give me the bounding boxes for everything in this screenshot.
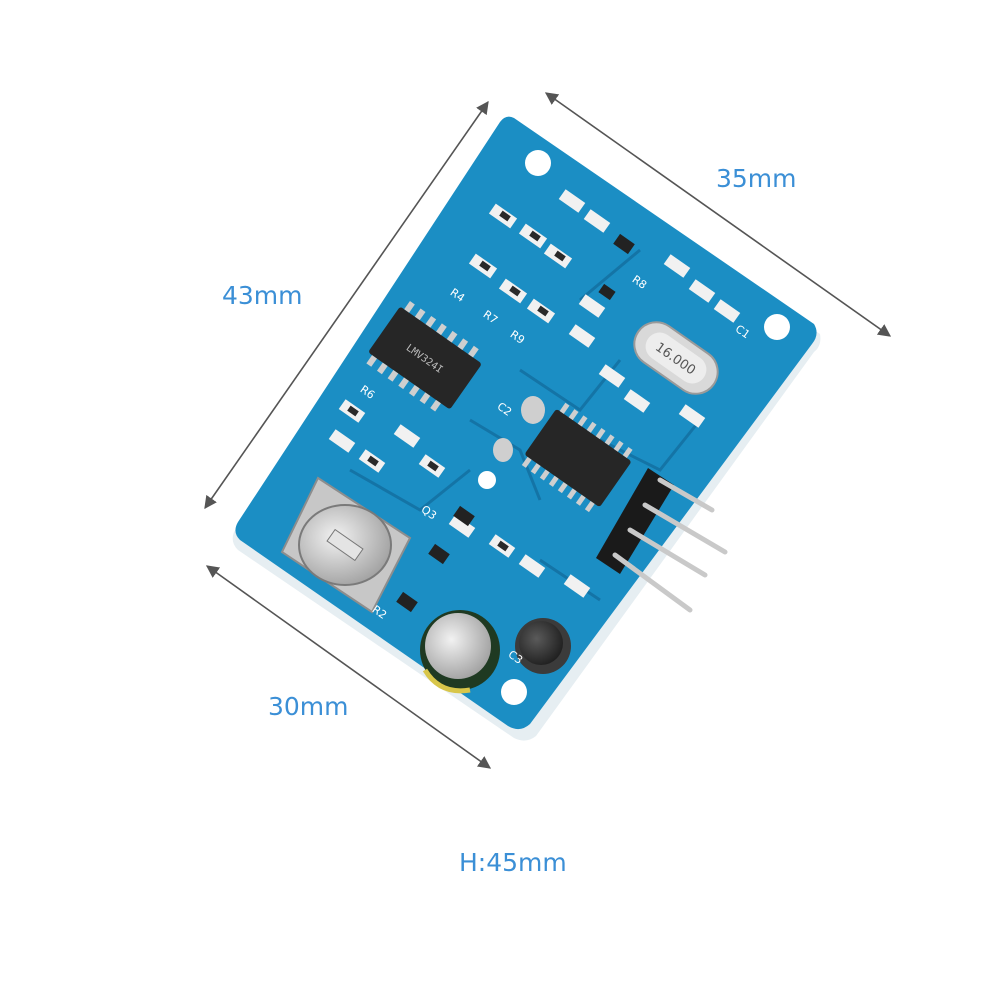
mounting-hole bbox=[478, 471, 496, 489]
electrolytic-capacitor-large bbox=[420, 610, 500, 694]
pin-header[interactable] bbox=[596, 468, 728, 613]
length-dimension-label: 43mm bbox=[222, 281, 303, 310]
header-pin[interactable] bbox=[642, 502, 728, 555]
op-amp-chip: LMV324I bbox=[366, 301, 481, 412]
dimension-arrow-43mm bbox=[204, 100, 489, 510]
inductor bbox=[521, 396, 545, 424]
dimension-arrow-35mm bbox=[544, 92, 892, 337]
width-dimension-label: 35mm bbox=[716, 164, 797, 193]
transistors bbox=[396, 233, 635, 613]
inductor bbox=[493, 438, 513, 462]
dimension-arrow-30mm bbox=[205, 565, 492, 769]
electrolytic-capacitor-small bbox=[515, 618, 571, 674]
height-dimension-label: H:45mm bbox=[459, 848, 567, 877]
mounting-hole bbox=[501, 679, 527, 705]
header-pin[interactable] bbox=[627, 527, 708, 578]
mounting-hole bbox=[764, 314, 790, 340]
header-pin[interactable] bbox=[612, 552, 693, 613]
side-dimension-label: 30mm bbox=[268, 692, 349, 721]
ultrasonic-sensor-board: LMV324I 16.000 bbox=[232, 116, 821, 741]
crystal-oscillator: 16.000 bbox=[633, 321, 719, 395]
header-pin[interactable] bbox=[657, 477, 715, 513]
transformer-can bbox=[280, 476, 412, 614]
smd-resistors-dark bbox=[347, 210, 566, 552]
mounting-hole bbox=[525, 150, 551, 176]
controller-chip bbox=[521, 402, 633, 513]
